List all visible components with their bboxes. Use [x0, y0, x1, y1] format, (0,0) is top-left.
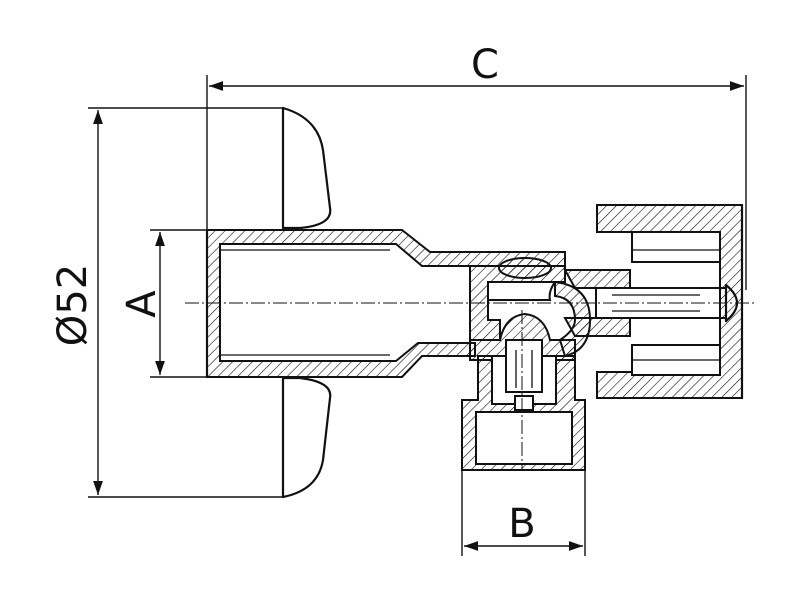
dimension-b-label: B: [508, 501, 535, 547]
dimension-a-label: A: [119, 290, 165, 318]
dimension-a: A: [119, 229, 207, 378]
dimension-b: B: [461, 470, 586, 556]
handle-cap: [596, 203, 744, 400]
dimension-diameter: Ø52: [50, 107, 283, 498]
dimension-diameter-label: Ø52: [50, 264, 96, 346]
dimension-c: C: [206, 42, 747, 290]
rosette-flange: [281, 106, 332, 499]
outlet-spigot: [461, 339, 586, 471]
dimension-c-label: C: [471, 42, 499, 88]
